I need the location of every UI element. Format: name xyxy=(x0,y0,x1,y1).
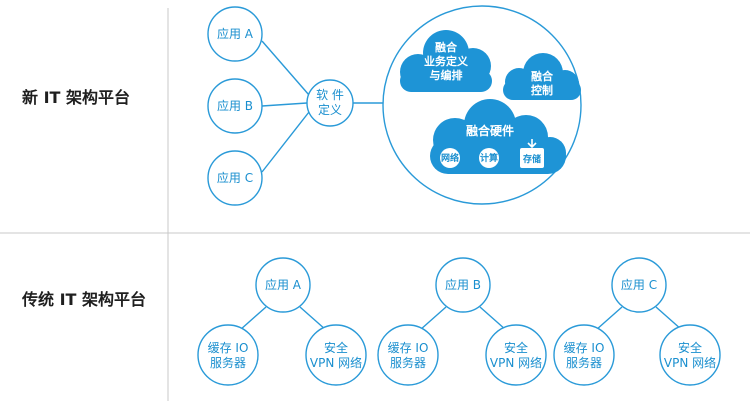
svg-text:应用 C: 应用 C xyxy=(217,170,253,185)
new-platform-connectors xyxy=(261,40,383,173)
svg-text:业务定义: 业务定义 xyxy=(424,54,469,68)
svg-text:定义: 定义 xyxy=(318,102,342,117)
svg-text:应用 C: 应用 C xyxy=(621,277,657,292)
svg-text:安全: 安全 xyxy=(504,340,528,355)
traditional-app-node-b: 应用 B xyxy=(435,257,491,313)
cache-io-server-node-a: 缓存 IO 服务器 xyxy=(197,324,259,386)
traditional-group-b: 应用 B 缓存 IO 服务器 安全 VPN 网络 xyxy=(377,257,547,386)
svg-text:融合: 融合 xyxy=(435,40,458,54)
app-node-b: 应用 B xyxy=(207,78,263,134)
network-icon: 网络 xyxy=(440,148,460,168)
svg-text:VPN 网络: VPN 网络 xyxy=(664,355,716,370)
svg-text:安全: 安全 xyxy=(678,340,702,355)
compute-icon: 计算 xyxy=(479,148,499,168)
svg-text:安全: 安全 xyxy=(324,340,348,355)
group-a-connectors xyxy=(239,306,327,331)
traditional-group-c: 应用 C 缓存 IO 服务器 安全 VPN 网络 xyxy=(553,257,721,386)
cloud-fusion-business: 融合 业务定义 与编排 xyxy=(400,30,492,92)
svg-text:网络: 网络 xyxy=(441,152,459,164)
svg-text:应用 A: 应用 A xyxy=(217,26,254,41)
vpn-network-node-a: 安全 VPN 网络 xyxy=(305,324,367,386)
svg-text:服务器: 服务器 xyxy=(210,355,246,370)
svg-text:应用 A: 应用 A xyxy=(265,277,302,292)
svg-text:存储: 存储 xyxy=(523,153,541,165)
svg-text:融合硬件: 融合硬件 xyxy=(466,123,514,138)
svg-text:缓存 IO: 缓存 IO xyxy=(208,341,249,355)
svg-text:软 件: 软 件 xyxy=(316,88,344,102)
app-node-a: 应用 A xyxy=(207,6,263,62)
storage-icon: 存储 xyxy=(520,139,544,168)
traditional-platform-label: 传统 IT 架构平台 xyxy=(21,290,146,309)
vpn-network-node-c: 安全 VPN 网络 xyxy=(659,324,721,386)
svg-text:与编排: 与编排 xyxy=(430,68,463,82)
svg-text:融合: 融合 xyxy=(531,69,554,83)
new-platform-label: 新 IT 架构平台 xyxy=(22,88,130,107)
svg-text:应用 B: 应用 B xyxy=(445,277,481,292)
svg-text:缓存 IO: 缓存 IO xyxy=(388,341,429,355)
traditional-app-node-c: 应用 C xyxy=(611,257,667,313)
group-b-connectors xyxy=(419,306,507,331)
svg-text:缓存 IO: 缓存 IO xyxy=(564,341,605,355)
svg-text:控制: 控制 xyxy=(531,83,553,97)
software-defined-hub: 软 件 定义 xyxy=(306,79,354,127)
cache-io-server-node-c: 缓存 IO 服务器 xyxy=(553,324,615,386)
app-node-c: 应用 C xyxy=(207,150,263,206)
svg-text:服务器: 服务器 xyxy=(390,355,426,370)
cloud-fusion-control: 融合 控制 xyxy=(503,53,581,100)
svg-text:服务器: 服务器 xyxy=(566,355,602,370)
cache-io-server-node-b: 缓存 IO 服务器 xyxy=(377,324,439,386)
svg-text:应用 B: 应用 B xyxy=(217,98,253,113)
traditional-app-node-a: 应用 A xyxy=(255,257,311,313)
traditional-group-a: 应用 A 缓存 IO 服务器 安全 VPN 网络 xyxy=(197,257,367,386)
svg-text:计算: 计算 xyxy=(480,152,498,164)
svg-text:VPN 网络: VPN 网络 xyxy=(310,355,362,370)
vpn-network-node-b: 安全 VPN 网络 xyxy=(485,324,547,386)
svg-text:VPN 网络: VPN 网络 xyxy=(490,355,542,370)
cloud-fusion-hardware: 融合硬件 网络 计算 存储 xyxy=(430,99,566,174)
group-c-connectors xyxy=(595,306,683,331)
